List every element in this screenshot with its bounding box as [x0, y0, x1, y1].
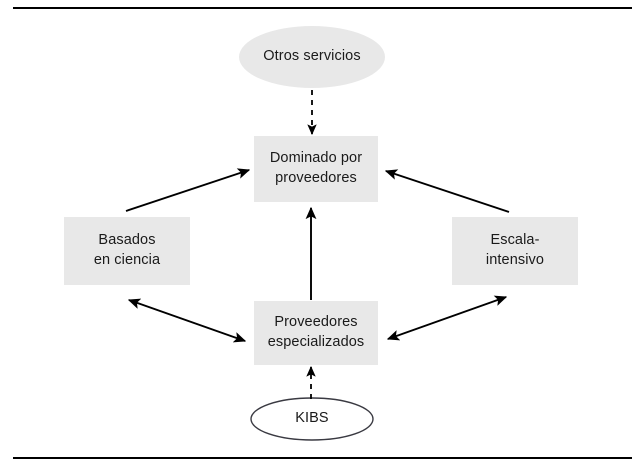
node-shape-escala-intensivo	[452, 217, 578, 285]
shapes-layer	[64, 26, 578, 441]
node-shape-otros-servicios	[239, 26, 385, 88]
bottom-rule	[13, 457, 632, 459]
node-shape-dominado-por-proveedores	[254, 136, 378, 202]
edge-basados-proveedores-bidirectional	[127, 298, 247, 343]
edge-escala-to-dominado	[384, 169, 510, 213]
edge-basados-to-dominado	[125, 168, 251, 212]
node-shape-proveedores-especializados	[254, 301, 378, 365]
edges-layer	[125, 90, 510, 399]
node-shape-basados-en-ciencia	[64, 217, 190, 285]
top-rule	[13, 7, 632, 9]
edge-proveedores-escala-bidirectional	[386, 295, 508, 341]
node-shape-kibs	[250, 397, 374, 441]
